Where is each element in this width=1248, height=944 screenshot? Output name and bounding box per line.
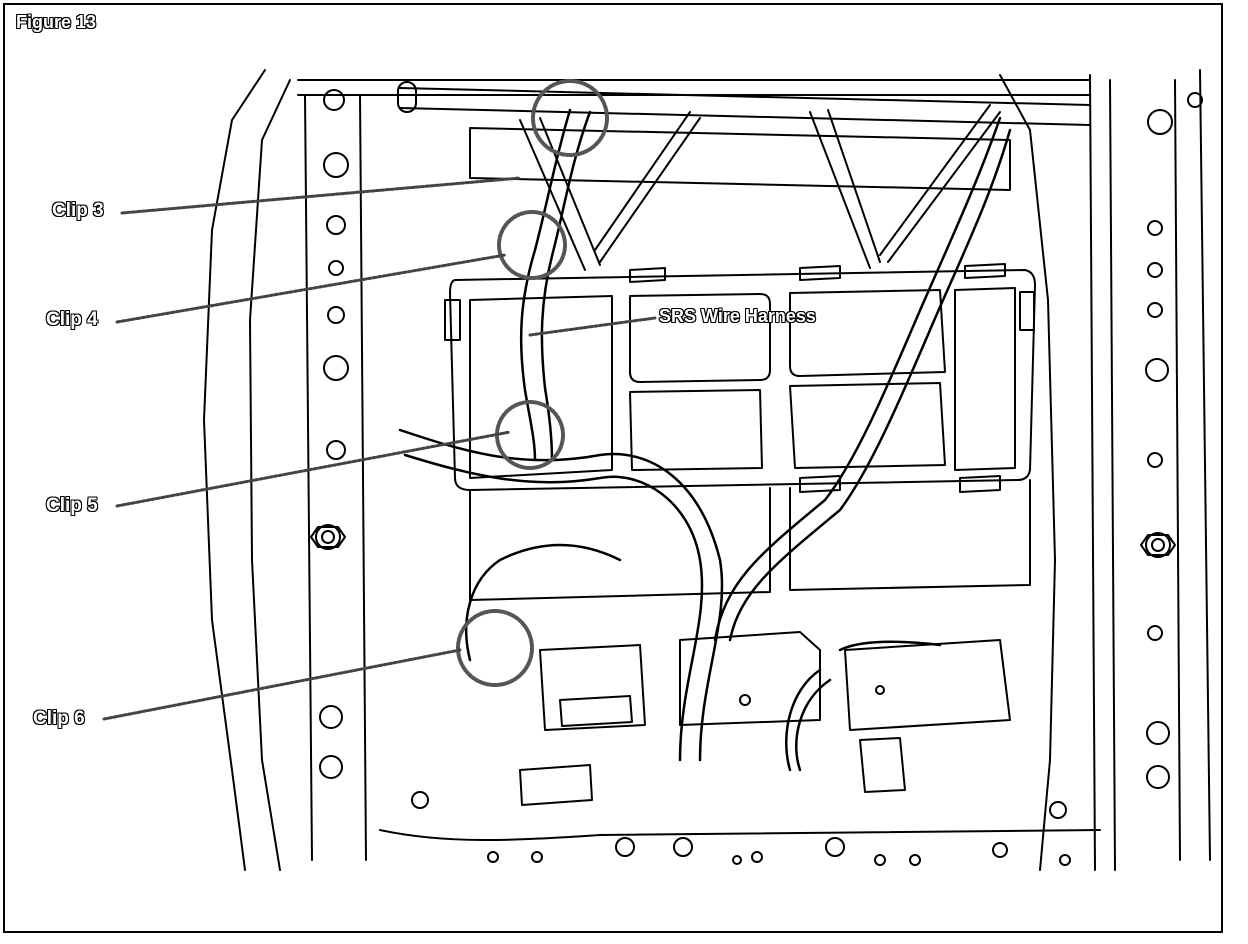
bottom-rail — [379, 791, 1101, 866]
straps — [519, 104, 1001, 271]
leader-lines — [102, 176, 657, 721]
clip-5-label: Clip 5 — [46, 495, 98, 516]
srs-wire-harness — [398, 108, 1012, 772]
srs-wire-harness-label: SRS Wire Harness — [659, 306, 816, 326]
clip-3-label: Clip 3 — [52, 200, 104, 221]
right-rail — [1145, 92, 1203, 789]
clip-5-leader — [115, 430, 512, 508]
cross-bars — [397, 81, 1091, 191]
clip-6-circle — [456, 609, 534, 687]
mounting-nuts — [310, 526, 1176, 556]
clip-4-label: Clip 4 — [46, 309, 98, 330]
figure-border — [3, 3, 1223, 933]
clip-3-circle — [531, 79, 609, 157]
seat-frame-outline — [203, 69, 1211, 871]
clip-circles — [456, 79, 609, 687]
seat-pan-panels — [444, 263, 1036, 601]
clip-6-leader — [102, 648, 462, 721]
left-rail — [304, 89, 367, 861]
clip-3-leader — [120, 176, 522, 215]
clip-6-label: Clip 6 — [33, 708, 85, 729]
clip-4-leader — [115, 253, 507, 324]
figure-title: Figure 13 — [16, 12, 97, 32]
connector-block — [519, 631, 1011, 806]
harness-leader — [528, 316, 657, 337]
clip-4-circle — [497, 210, 567, 280]
